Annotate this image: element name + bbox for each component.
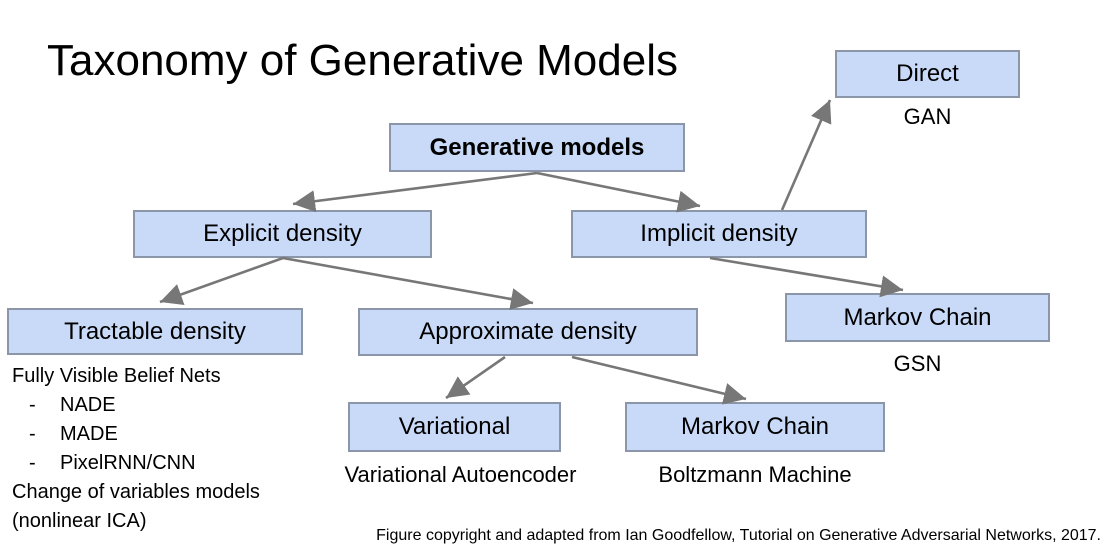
bullet-dash: - <box>29 423 36 445</box>
sublabel-variational-autoencoder: Variational Autoencoder <box>344 462 577 487</box>
notes-footer-line: Change of variables models <box>12 481 260 503</box>
arrow-generative-to-implicit <box>536 171 701 213</box>
arrow-implicit-to-direct <box>780 99 832 211</box>
node-label: Implicit density <box>640 220 798 247</box>
slide-title: Taxonomy of Generative Models <box>47 36 678 85</box>
node-tractable-density: Tractable density <box>7 308 303 355</box>
notes-item-label: NADE <box>60 394 116 416</box>
notes-item-label: MADE <box>60 423 118 445</box>
node-label: Approximate density <box>419 318 637 345</box>
node-markov-chain-gsn: Markov Chain <box>785 293 1050 342</box>
notes-item: - PixelRNN/CNN <box>12 449 352 478</box>
bullet-dash: - <box>29 452 36 474</box>
node-label: Explicit density <box>203 220 362 247</box>
node-markov-chain-boltzmann: Markov Chain <box>625 402 885 452</box>
sublabel-boltzmann-machine: Boltzmann Machine <box>658 462 852 487</box>
tractable-density-notes: Fully Visible Belief Nets - NADE - MADE - P… <box>12 362 352 536</box>
node-variational: Variational <box>348 402 561 452</box>
arrow-explicit-to-tractable <box>159 256 284 305</box>
notes-item: - NADE <box>12 391 352 420</box>
notes-footer-line: (nonlinear ICA) <box>12 510 147 532</box>
arrow-implicit-to-markov-chain <box>709 256 904 298</box>
node-label: Markov Chain <box>843 303 992 331</box>
node-label: Tractable density <box>64 317 246 345</box>
notes-item: - MADE <box>12 420 352 449</box>
node-label: Markov Chain <box>680 413 830 440</box>
node-label: Variational <box>398 413 511 440</box>
node-direct: Direct <box>835 50 1020 98</box>
bullet-dash: - <box>29 394 36 416</box>
sublabel-gsn: GSN <box>893 351 942 376</box>
node-label: Generative models <box>429 133 645 161</box>
node-generative-models: Generative models <box>389 123 685 172</box>
node-label: Direct <box>896 60 959 87</box>
arrow-approximate-to-variational <box>445 355 506 400</box>
notes-item-label: PixelRNN/CNN <box>60 452 196 474</box>
node-approximate-density: Approximate density <box>358 308 698 356</box>
node-implicit-density: Implicit density <box>571 210 867 258</box>
arrow-explicit-to-approximate <box>282 256 534 310</box>
node-explicit-density: Explicit density <box>133 210 432 258</box>
sublabel-gan: GAN <box>903 104 952 129</box>
arrow-generative-to-explicit <box>292 171 538 213</box>
figure-caption: Figure copyright and adapted from Ian Go… <box>376 527 1101 544</box>
notes-heading: Fully Visible Belief Nets <box>12 365 221 387</box>
arrow-approximate-to-markov-chain <box>571 355 747 405</box>
